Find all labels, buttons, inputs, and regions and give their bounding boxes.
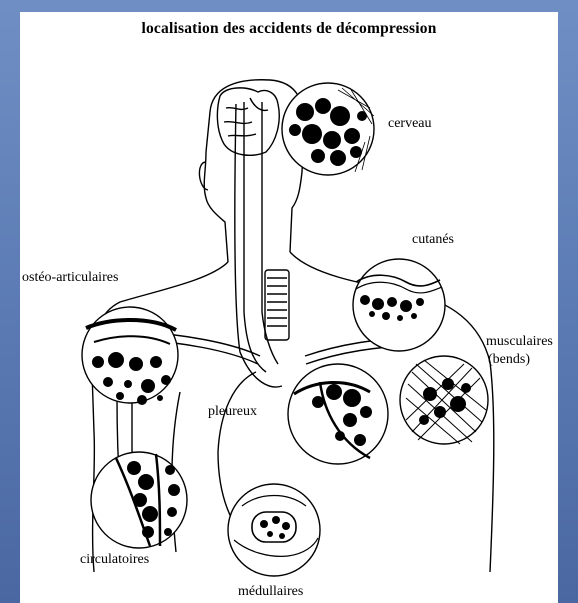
label-cerveau: cerveau [388,116,432,131]
label-osteo-articulaires: ostéo-articulaires [22,270,118,285]
label-bends: (bends) [488,352,530,367]
label-cutanes: cutanés [412,232,454,247]
label-pleureux: pleureux [208,404,257,419]
body-illustration [20,12,558,603]
label-musculaires: musculaires [486,334,553,349]
label-circulatoires: circulatoires [80,552,149,567]
label-medullaires: médullaires [238,584,303,599]
diagram-panel: localisation des accidents de décompress… [20,12,558,603]
